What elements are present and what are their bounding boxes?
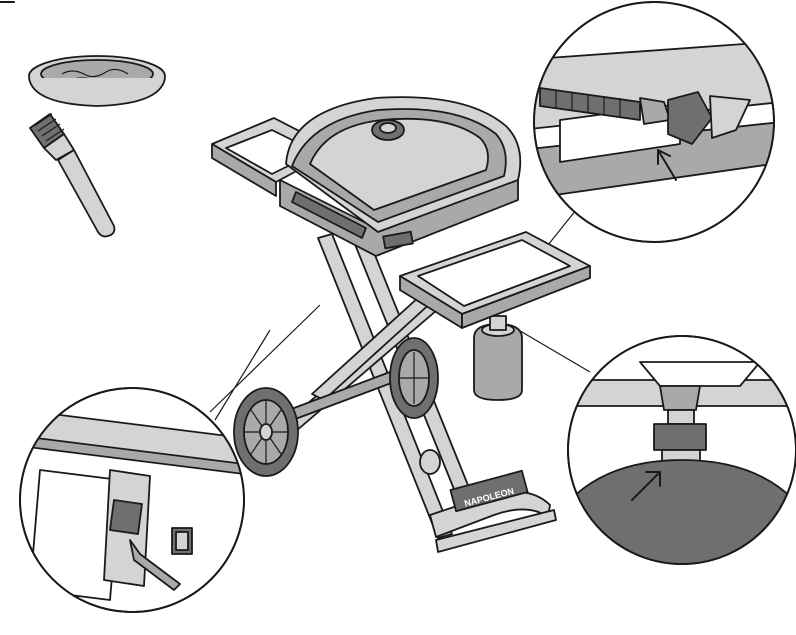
callout-line-bottom-right bbox=[509, 324, 591, 373]
detail-circle-tank-valve bbox=[567, 335, 796, 565]
basting-brush-icon bbox=[29, 113, 116, 238]
oil-dish-icon bbox=[28, 55, 166, 107]
arrow-icon bbox=[631, 471, 661, 501]
callout-line-left-2 bbox=[214, 329, 271, 421]
detail-circle-regulator bbox=[533, 1, 775, 243]
wheel-back bbox=[389, 337, 439, 419]
grill-body bbox=[279, 175, 519, 257]
arrow-icon bbox=[657, 149, 677, 181]
side-table-right bbox=[399, 231, 591, 329]
detail-circle-burner-valve bbox=[19, 387, 245, 613]
wheel-front bbox=[233, 387, 299, 477]
propane-tank bbox=[473, 315, 523, 401]
gas-hose bbox=[539, 87, 641, 121]
callout-line-left bbox=[209, 304, 321, 413]
grill-lid bbox=[285, 96, 522, 239]
